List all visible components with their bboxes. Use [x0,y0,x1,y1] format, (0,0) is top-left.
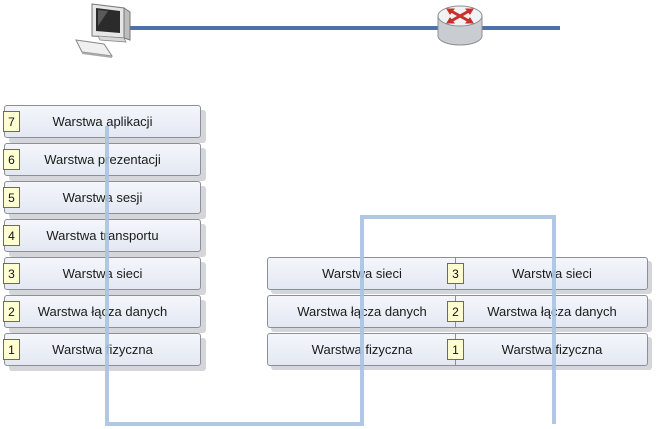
layer-data-link: Warstwa łącza danych [4,295,201,328]
layer-number-2: 2 [3,301,20,322]
layer-label-right: Warstwa fizyczna [501,342,603,357]
layer-transport: Warstwa transportu [4,219,201,252]
layer-label: Warstwa łącza danych [37,304,168,319]
layer-label-right: Warstwa sieci [512,266,592,281]
layer-label: Warstwa transportu [46,228,159,243]
layer-session: Warstwa sesji [4,181,201,214]
layer-application: Warstwa aplikacji [4,105,201,138]
layer-label: Warstwa sesji [62,190,143,205]
computer-icon [75,3,131,58]
router-layer-number-2: 2 [447,301,464,322]
layer-number-5: 5 [3,187,20,208]
layer-label-left: Warstwa fizyczna [311,342,413,357]
layer-number-7: 7 [3,111,20,132]
layer-label: Warstwa prezentacji [44,152,161,167]
layer-number-3: 3 [3,263,20,284]
layer-number-1: 1 [3,339,20,360]
layer-network: Warstwa sieci [4,257,201,290]
layer-number-6: 6 [3,149,20,170]
layer-label: Warstwa fizyczna [52,342,153,357]
layer-label: Warstwa sieci [62,266,143,281]
router-layer-number-1: 1 [447,339,464,360]
layer-number-4: 4 [3,225,20,246]
router-layer-number-3: 3 [447,263,464,284]
layer-physical: Warstwa fizyczna [4,333,201,366]
layer-label-right: Warstwa łącza danych [487,304,617,319]
layer-label-left: Warstwa sieci [322,266,402,281]
layer-label-left: Warstwa łącza danych [297,304,427,319]
layer-presentation: Warstwa prezentacji [4,143,201,176]
router-icon [437,5,483,46]
layer-label: Warstwa aplikacji [52,114,153,129]
